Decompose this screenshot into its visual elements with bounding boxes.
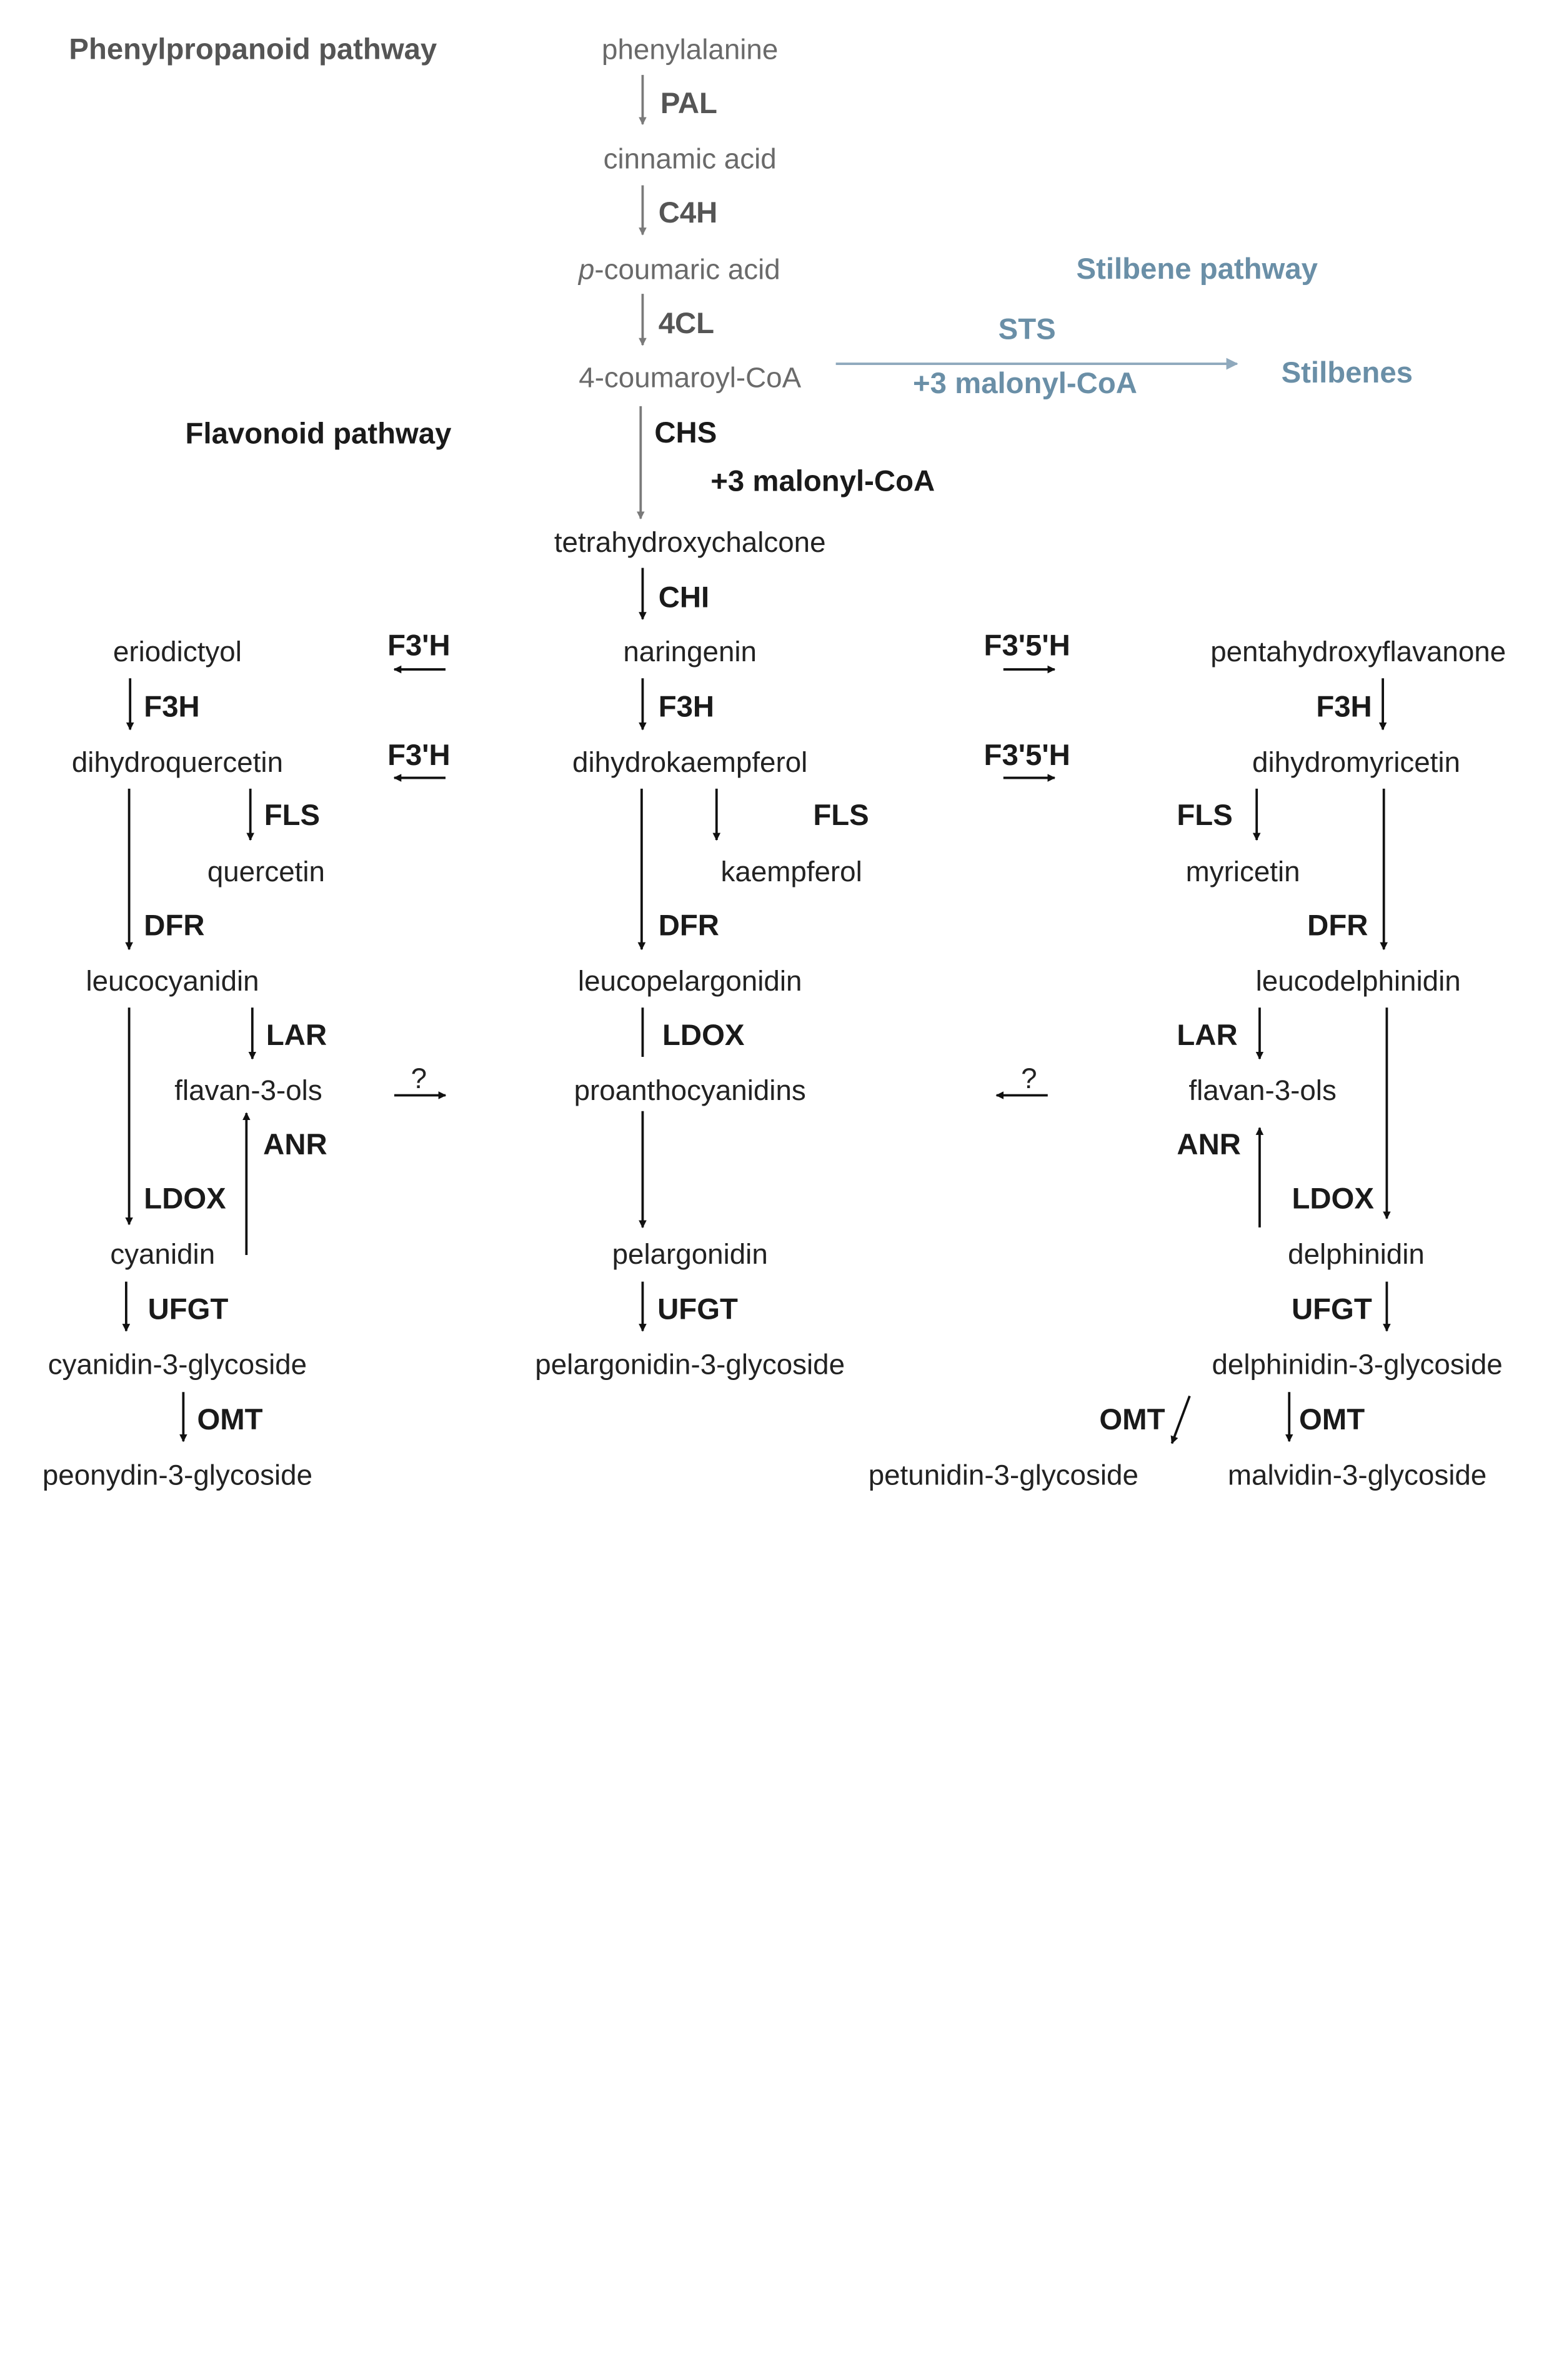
coumaric-acid-suffix: -coumaric acid <box>594 253 780 285</box>
enzyme-omt-left: OMT <box>197 1403 262 1436</box>
compound-phenylalanine: phenylalanine <box>602 33 778 65</box>
compound-pelargonidin: pelargonidin <box>612 1238 768 1270</box>
enzyme-4cl: 4CL <box>659 307 714 340</box>
compound-stilbenes: Stilbenes <box>1282 356 1413 389</box>
compound-pentahydroxyflavanone: pentahydroxyflavanone <box>1210 636 1506 668</box>
compound-malvidin-3-glycoside: malvidin-3-glycoside <box>1228 1459 1487 1491</box>
enzyme-f3h-left: F3H <box>144 690 199 723</box>
compound-flavan-3-ols-right: flavan-3-ols <box>1188 1074 1336 1106</box>
enzyme-chs: CHS <box>654 416 717 449</box>
chs-malonyl-coa: +3 malonyl-CoA <box>710 464 935 498</box>
enzyme-anr-left: ANR <box>263 1128 327 1161</box>
compound-cinnamic-acid: cinnamic acid <box>604 142 777 174</box>
enzyme-f35h-mid: F3'5'H <box>984 739 1070 772</box>
enzyme-f3ph-mid: F3'H <box>387 739 451 772</box>
pathway-canvas: Phenylpropanoid pathway Flavonoid pathwa… <box>42 32 1506 1491</box>
compound-eriodictyol: eriodictyol <box>113 636 242 668</box>
compound-leucocyanidin: leucocyanidin <box>86 965 259 997</box>
compound-cyanidin-3-glycoside: cyanidin-3-glycoside <box>48 1349 307 1381</box>
enzyme-fls-right: FLS <box>1177 799 1232 832</box>
omt-petunidin-arrow <box>1170 1395 1191 1444</box>
compound-delphinidin-3-glycoside: delphinidin-3-glycoside <box>1212 1349 1502 1381</box>
enzyme-fls-left: FLS <box>264 799 320 832</box>
sts-malonyl-coa: +3 malonyl-CoA <box>913 367 1137 400</box>
compound-cyanidin: cyanidin <box>110 1238 215 1270</box>
compound-kaempferol: kaempferol <box>721 856 862 888</box>
compound-myricetin: myricetin <box>1186 856 1300 888</box>
enzyme-c4h: C4H <box>659 196 718 229</box>
unknown-right-label: ? <box>1021 1062 1037 1094</box>
enzyme-lar-left: LAR <box>266 1019 327 1052</box>
phenylpropanoid-pathway-heading: Phenylpropanoid pathway <box>69 32 437 66</box>
enzyme-dfr-left: DFR <box>144 909 204 942</box>
compound-quercetin: quercetin <box>207 856 325 888</box>
compound-p-coumaric-acid: p-coumaric acid <box>577 253 780 285</box>
compound-pelargonidin-3-glycoside: pelargonidin-3-glycoside <box>535 1349 845 1381</box>
compound-petunidin-3-glycoside: petunidin-3-glycoside <box>869 1459 1138 1491</box>
enzyme-omt-malvidin: OMT <box>1299 1403 1365 1436</box>
enzyme-ldox-right: LDOX <box>1292 1182 1374 1216</box>
enzyme-f35h-top: F3'5'H <box>984 629 1070 662</box>
compound-peonydin-3-glycoside: peonydin-3-glycoside <box>42 1459 312 1491</box>
compound-dihydromyricetin: dihydromyricetin <box>1252 746 1460 778</box>
enzyme-sts: STS <box>999 312 1056 346</box>
enzyme-dfr-mid: DFR <box>659 909 719 942</box>
compound-leucodelphinidin: leucodelphinidin <box>1256 965 1461 997</box>
enzyme-ufgt-left: UFGT <box>148 1292 229 1326</box>
compound-flavan-3-ols-left: flavan-3-ols <box>174 1074 322 1106</box>
enzyme-chi: CHI <box>659 581 709 614</box>
enzyme-anr-right: ANR <box>1177 1128 1241 1161</box>
compound-dihydrokaempferol: dihydrokaempferol <box>572 746 807 778</box>
enzyme-f3ph-top: F3'H <box>387 629 451 662</box>
enzyme-ldox-mid: LDOX <box>662 1019 745 1052</box>
enzyme-dfr-right: DFR <box>1307 909 1368 942</box>
enzyme-ufgt-mid: UFGT <box>657 1292 738 1326</box>
compound-proanthocyanidins: proanthocyanidins <box>574 1074 806 1106</box>
enzyme-pal: PAL <box>660 87 717 120</box>
enzyme-ufgt-right: UFGT <box>1292 1292 1372 1326</box>
compound-delphinidin: delphinidin <box>1288 1238 1425 1270</box>
enzyme-lar-right: LAR <box>1177 1019 1237 1052</box>
enzyme-omt-petunidin: OMT <box>1099 1403 1165 1436</box>
enzyme-ldox-left: LDOX <box>144 1182 226 1216</box>
compound-leucopelargonidin: leucopelargonidin <box>578 965 802 997</box>
unknown-left-label: ? <box>411 1062 427 1094</box>
enzyme-f3h-mid: F3H <box>659 690 714 723</box>
enzyme-f3h-right: F3H <box>1316 690 1372 723</box>
compound-dihydroquercetin: dihydroquercetin <box>72 746 283 778</box>
compound-4-coumaroyl-coa: 4-coumaroyl-CoA <box>579 362 801 394</box>
flavonoid-pathway-heading: Flavonoid pathway <box>186 418 452 451</box>
stilbene-pathway-heading: Stilbene pathway <box>1077 252 1318 286</box>
enzyme-fls-mid: FLS <box>813 799 869 832</box>
compound-tetrahydroxychalcone: tetrahydroxychalcone <box>554 526 826 558</box>
compound-naringenin: naringenin <box>623 636 757 668</box>
p-prefix: p <box>577 253 594 285</box>
